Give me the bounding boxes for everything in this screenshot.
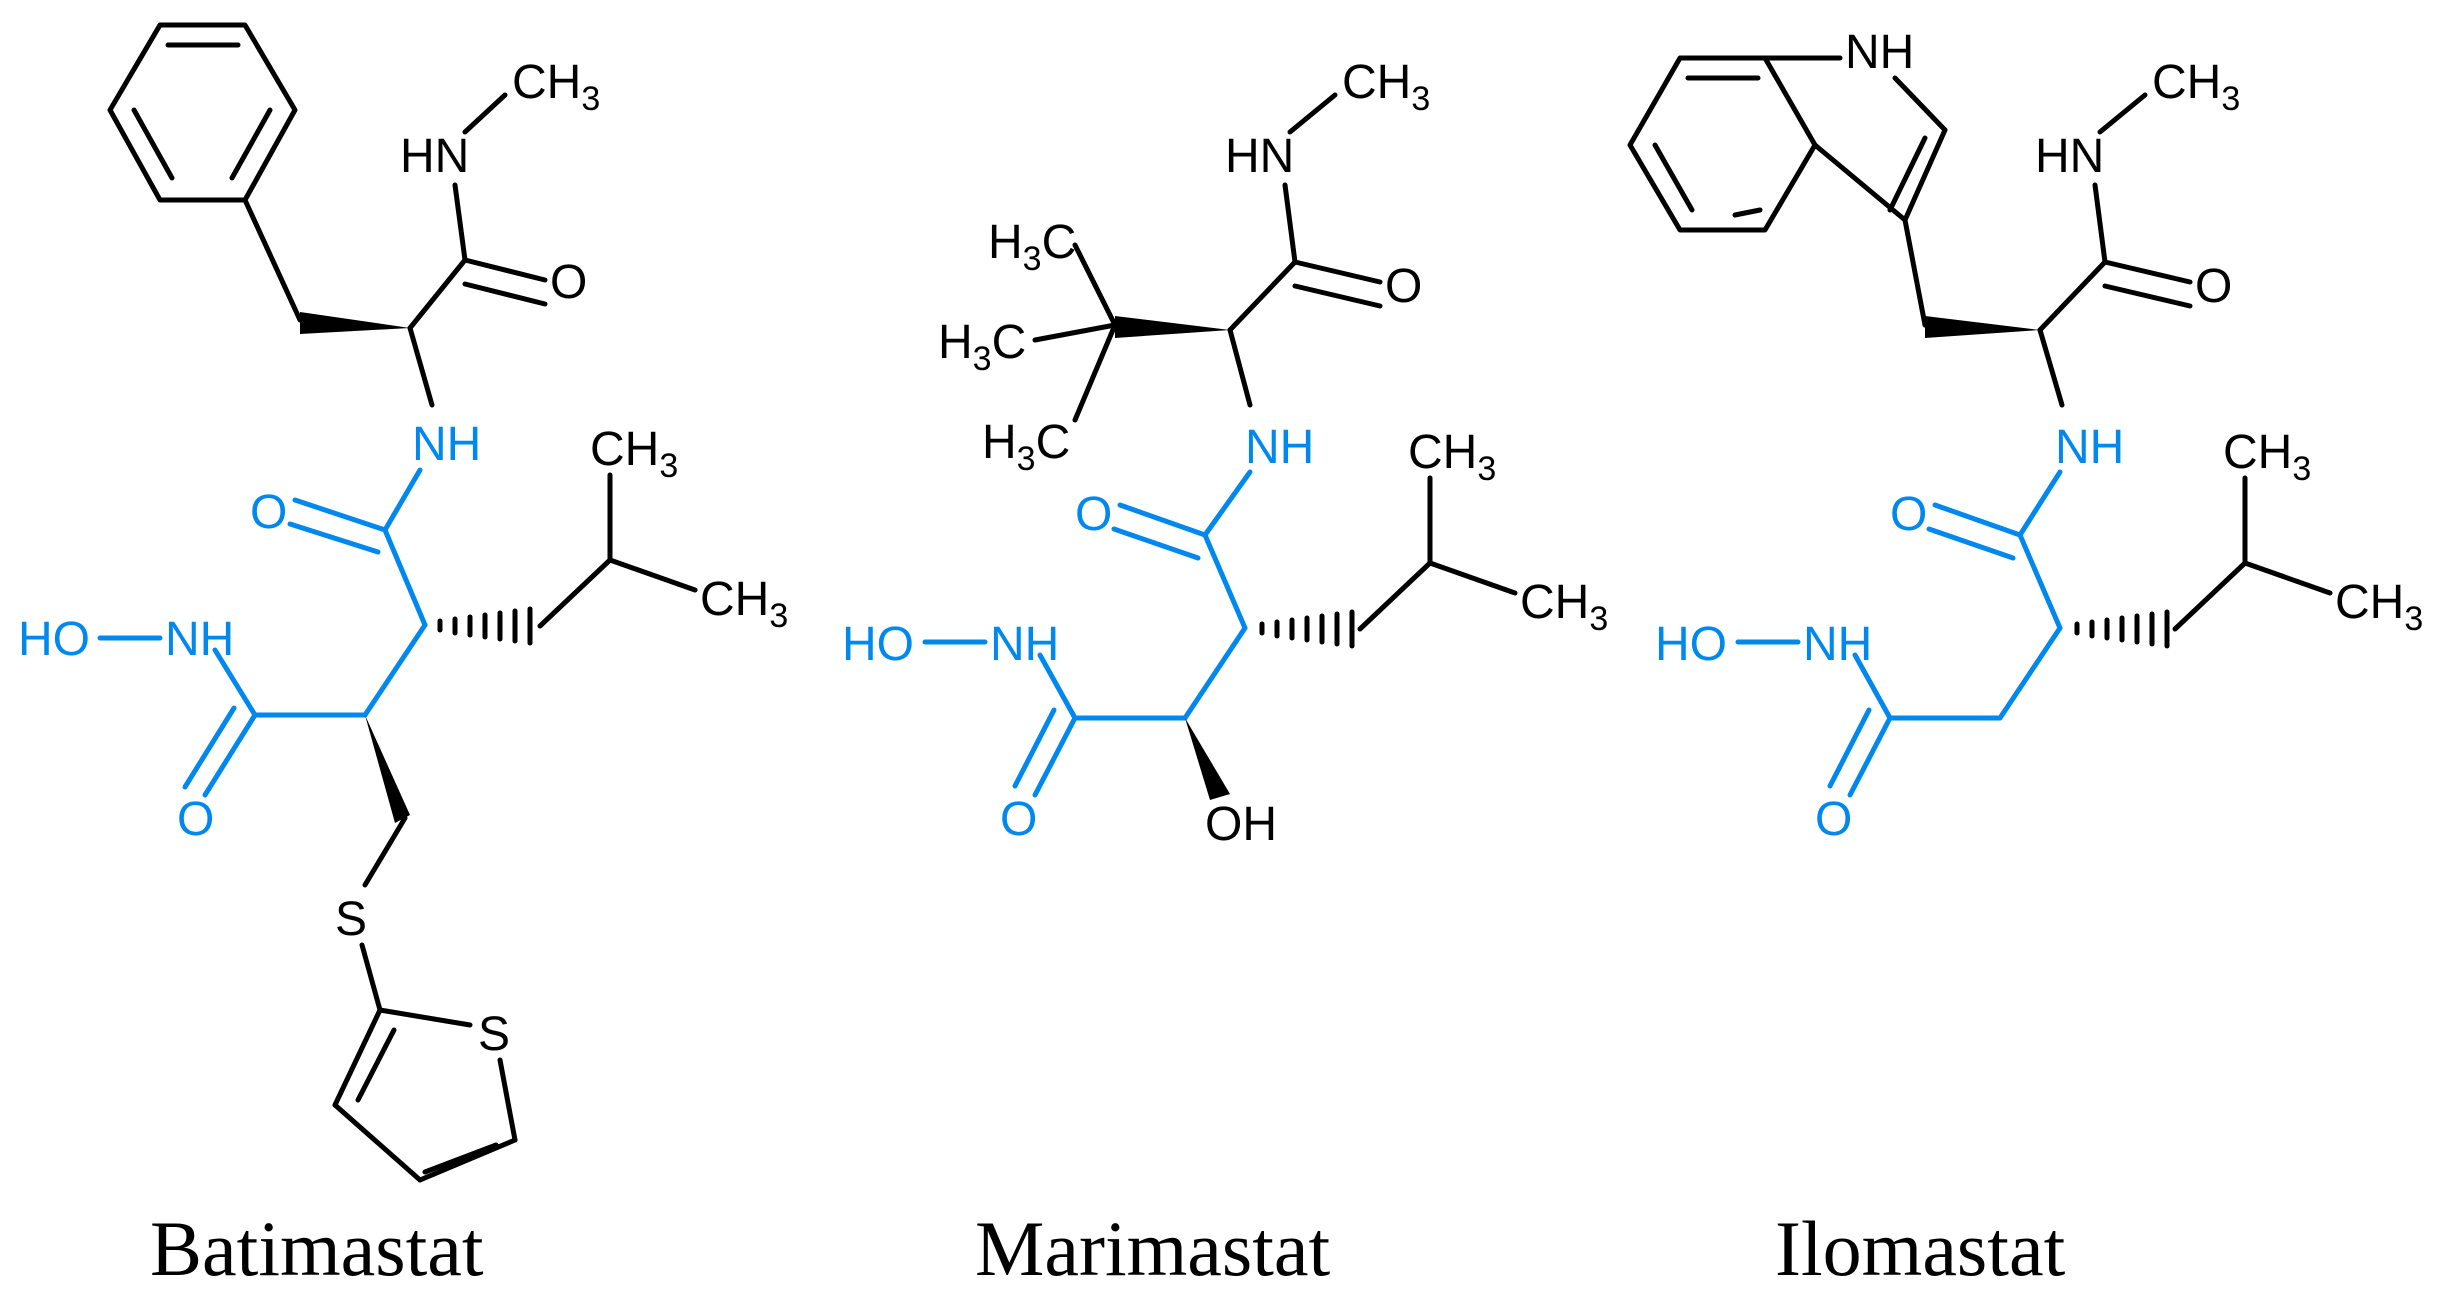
- marimastat-structure: H3C H3C H3C O HN CH3 NH O O HO NH OH: [842, 56, 1608, 1292]
- amide-carbonyl-o: O: [250, 486, 287, 539]
- hydroxamate-nh: NH: [1803, 618, 1872, 671]
- indole-ring: NH: [1627, 26, 1948, 233]
- hashed-wedge: [437, 606, 533, 646]
- hydroxyl-ho: HO: [18, 613, 90, 666]
- svg-text:CH3: CH3: [1408, 426, 1496, 488]
- wedge-bond: [1115, 316, 1230, 338]
- thiophene-ring: S: [332, 1007, 518, 1183]
- phenyl-ring: [107, 22, 298, 203]
- amide-carbonyl-o: O: [1075, 488, 1112, 541]
- svg-text:H3C: H3C: [982, 416, 1070, 478]
- wedge-bond: [365, 715, 410, 823]
- amide-nh: NH: [412, 418, 481, 471]
- wedge-bond: [1925, 316, 2040, 338]
- ilomastat-structure: NH O HN CH3 NH O O HO NH: [1627, 26, 2423, 1292]
- molecule-name: Ilomastat: [1775, 1205, 2066, 1292]
- batimastat-structure: O HN CH3 NH O O HO NH: [18, 22, 788, 1292]
- molecule-name: Marimastat: [975, 1205, 1331, 1292]
- amide-nh: NH: [1245, 421, 1314, 474]
- wedge-bond: [1185, 718, 1230, 800]
- carbonyl-o: O: [550, 256, 587, 309]
- amide-hn: HN: [2035, 130, 2104, 183]
- carbonyl-o: O: [2195, 260, 2232, 313]
- hydroxamate-nh: NH: [165, 613, 234, 666]
- hydroxamate-nh: NH: [990, 618, 1059, 671]
- svg-text:CH3: CH3: [512, 56, 600, 118]
- carbonyl-o: O: [1385, 260, 1422, 313]
- hydroxyl-oh: OH: [1205, 798, 1277, 851]
- svg-text:CH3: CH3: [2223, 426, 2311, 488]
- hydroxyl-ho: HO: [842, 618, 914, 671]
- svg-text:H3C: H3C: [988, 216, 1076, 278]
- wedge-bond: [300, 312, 410, 334]
- amide-hn: HN: [400, 130, 469, 183]
- hydroxamate-o: O: [1815, 793, 1852, 846]
- hydroxyl-ho: HO: [1655, 618, 1727, 671]
- svg-text:CH3: CH3: [700, 573, 788, 635]
- hydroxamate-o: O: [177, 793, 214, 846]
- thiophene-s: S: [478, 1008, 510, 1061]
- svg-text:CH3: CH3: [1342, 56, 1430, 118]
- molecule-name: Batimastat: [150, 1205, 484, 1292]
- svg-text:CH3: CH3: [1520, 576, 1608, 638]
- amide-nh: NH: [2055, 421, 2124, 474]
- svg-text:H3C: H3C: [938, 316, 1026, 378]
- indole-nh: NH: [1845, 26, 1914, 79]
- amide-carbonyl-o: O: [1890, 488, 1927, 541]
- hydroxamate-o: O: [1000, 793, 1037, 846]
- hashed-wedge: [1259, 609, 1355, 649]
- hashed-wedge: [2074, 609, 2170, 649]
- svg-text:CH3: CH3: [2152, 56, 2240, 118]
- svg-text:CH3: CH3: [2335, 576, 2423, 638]
- amide-hn: HN: [1225, 130, 1294, 183]
- svg-text:CH3: CH3: [590, 423, 678, 485]
- thioether-s: S: [335, 893, 367, 946]
